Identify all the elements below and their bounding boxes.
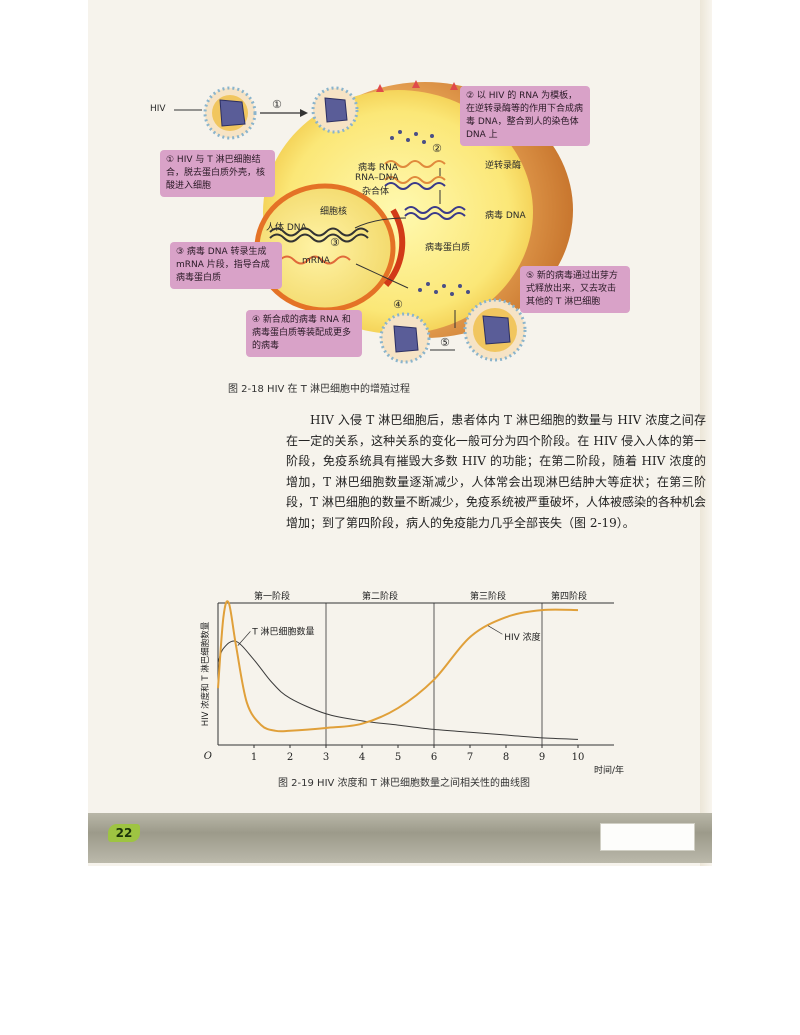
- t-cell-annotation-leader: [237, 631, 251, 646]
- figure-2-19-caption: 图 2-19 HIV 浓度和 T 淋巴细胞数量之间相关性的曲线图: [278, 778, 531, 789]
- x-axis-label: 时间/年: [594, 764, 624, 776]
- budding-virus-icon: [379, 312, 431, 364]
- stage-label-4: 第四阶段: [551, 590, 587, 602]
- callout-step-4: ④ 新合成的病毒 RNA 和病毒蛋白质等装配成更多的病毒: [246, 310, 362, 357]
- step-4-marker: ④: [393, 298, 403, 311]
- hiv-label: HIV: [150, 104, 166, 114]
- released-virus-icon: [463, 298, 527, 362]
- figure-2-18-caption: 图 2-18 HIV 在 T 淋巴细胞中的增殖过程: [228, 384, 411, 395]
- page-number-badge: 22: [108, 824, 140, 842]
- y-axis-label: HIV 浓度和 T 淋巴细胞数量: [200, 621, 211, 726]
- x-tick-label-3: 3: [323, 752, 329, 763]
- step-3-marker: ③: [330, 236, 340, 249]
- step-1-marker: ①: [272, 98, 282, 111]
- x-tick-label-7: 7: [467, 752, 473, 763]
- x-tick-label-1: 1: [251, 752, 257, 763]
- x-tick-label-9: 9: [539, 752, 545, 763]
- x-tick-label-4: 4: [359, 752, 365, 763]
- callout-step-2: ② 以 HIV 的 RNA 为模板，在逆转录酶等的作用下合成病毒 DNA，整合到…: [460, 86, 590, 146]
- entering-virus-icon: [311, 86, 359, 134]
- body-paragraph: HIV 入侵 T 淋巴细胞后，患者体内 T 淋巴细胞的数量与 HIV 浓度之间存…: [286, 413, 706, 530]
- hiv-annotation: HIV 浓度: [504, 631, 540, 643]
- series-line-hiv-concentration: [217, 600, 579, 733]
- hiv-virus-icon: [203, 86, 257, 140]
- callout-step-5: ⑤ 新的病毒通过出芽方式释放出来，又去攻击其他的 T 淋巴细胞: [520, 266, 630, 313]
- origin-label: O: [204, 751, 212, 762]
- x-tick-label-6: 6: [431, 752, 437, 763]
- x-tick-label-10: 10: [572, 752, 585, 763]
- callout-step-3: ③ 病毒 DNA 转录生成 mRNA 片段，指导合成病毒蛋白质: [170, 242, 282, 289]
- stage-label-1: 第一阶段: [254, 590, 290, 602]
- x-tick-label-8: 8: [503, 752, 509, 763]
- step-5-marker: ⑤: [440, 336, 450, 349]
- page-edge-shade: [700, 0, 712, 866]
- stage-label-2: 第二阶段: [362, 590, 398, 602]
- series-line-t-cell-count: [217, 640, 579, 740]
- nucleus-label: 细胞核: [320, 207, 348, 217]
- reverse-transcriptase-label: 逆转录酶: [485, 161, 522, 171]
- rna-dna-label: RNA–DNA: [355, 173, 399, 183]
- x-tick-label-2: 2: [287, 752, 293, 763]
- callout-step-1: ① HIV 与 T 淋巴细胞结合，脱去蛋白质外壳，核酸进入细胞: [160, 150, 275, 197]
- hiv-tcell-chart: 第一阶段 第二阶段 第三阶段 第四阶段 1 2 3 4 5 6 7 8 9 10 O 时间/年 HIV 浓度和 …: [196, 585, 626, 776]
- hiv-annotation-leader: [487, 625, 503, 635]
- virus-rna-label: 病毒 RNA: [358, 163, 399, 173]
- mrna-label: mRNA: [302, 256, 330, 266]
- step-2-marker: ②: [432, 142, 442, 155]
- chart-svg: 第一阶段 第二阶段 第三阶段 第四阶段 1 2 3 4 5 6 7 8 9 10 O 时间/年 HIV 浓度和 …: [200, 590, 624, 776]
- virus-dna-label: 病毒 DNA: [485, 211, 526, 221]
- t-cell-annotation: T 淋巴细胞数量: [251, 625, 314, 637]
- stage-label-3: 第三阶段: [470, 590, 506, 602]
- virus-protein-label: 病毒蛋白质: [425, 243, 471, 253]
- x-tick-label-5: 5: [395, 752, 401, 763]
- footer-blank-box: [600, 823, 695, 851]
- hiv-replication-figure: HIV ① ② ③ ④ ⑤ 病毒 RNA RNA–DNA 杂合体 逆转录酶 病毒…: [150, 80, 630, 370]
- human-dna-label: 人体 DNA: [266, 223, 307, 233]
- hybrid-label: 杂合体: [362, 187, 390, 197]
